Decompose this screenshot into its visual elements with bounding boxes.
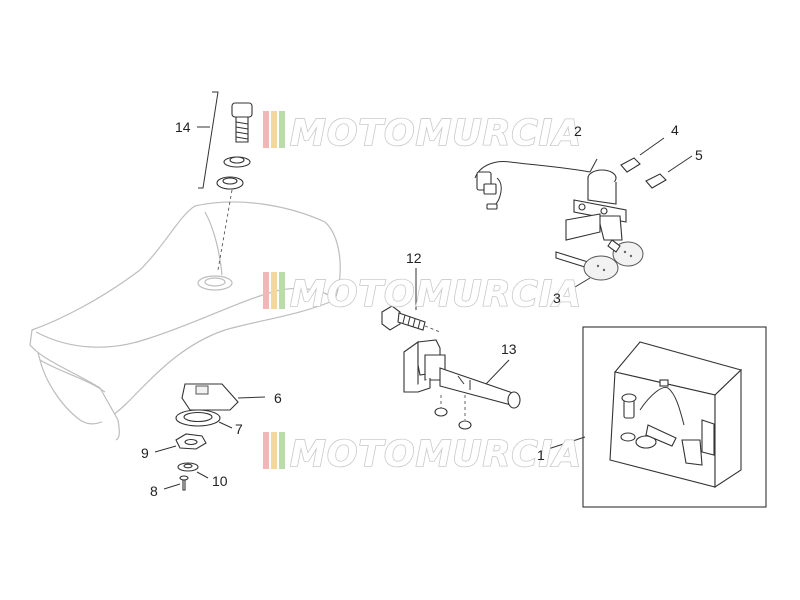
callout-1: 1 bbox=[537, 447, 545, 463]
watermark-middle: MOTOMURCIA bbox=[263, 272, 582, 316]
callout-10: 10 bbox=[212, 473, 228, 489]
part-2-ignition-switch bbox=[474, 158, 627, 241]
callout-6: 6 bbox=[274, 390, 282, 406]
watermark-text: MOTOMURCIA bbox=[290, 274, 582, 315]
part-9-nut bbox=[154, 433, 207, 453]
callout-9: 9 bbox=[141, 445, 149, 461]
part-5-screw bbox=[645, 155, 693, 189]
watermark-bottom: MOTOMURCIA bbox=[263, 432, 582, 476]
part-4-screw bbox=[620, 137, 665, 173]
watermark-text: MOTOMURCIA bbox=[290, 113, 582, 154]
callout-12: 12 bbox=[406, 250, 422, 266]
watermark-text: MOTOMURCIA bbox=[290, 434, 582, 475]
callout-13: 14 bbox=[175, 119, 191, 135]
part-3-keys bbox=[555, 239, 644, 291]
seat-cover bbox=[29, 201, 341, 441]
callout-5: 5 bbox=[695, 147, 703, 163]
callout-8: 8 bbox=[150, 483, 158, 499]
part-7-ring bbox=[175, 409, 233, 429]
callout-2: 2 bbox=[574, 123, 582, 139]
part-12-bolt bbox=[381, 268, 441, 333]
callout-3: 3 bbox=[553, 290, 561, 306]
part-13-fastener-set bbox=[197, 91, 253, 271]
callout-14: 13 bbox=[501, 341, 517, 357]
part-6-clip bbox=[181, 383, 266, 411]
part-8-screw bbox=[163, 475, 189, 491]
part-1-kit-box bbox=[544, 326, 767, 508]
callout-4: 4 bbox=[671, 122, 679, 138]
part-10-washer bbox=[177, 462, 209, 479]
watermark-top: MOTOMURCIA bbox=[263, 111, 582, 155]
part-14-lock-bracket bbox=[403, 339, 521, 430]
callout-7: 7 bbox=[235, 421, 243, 437]
